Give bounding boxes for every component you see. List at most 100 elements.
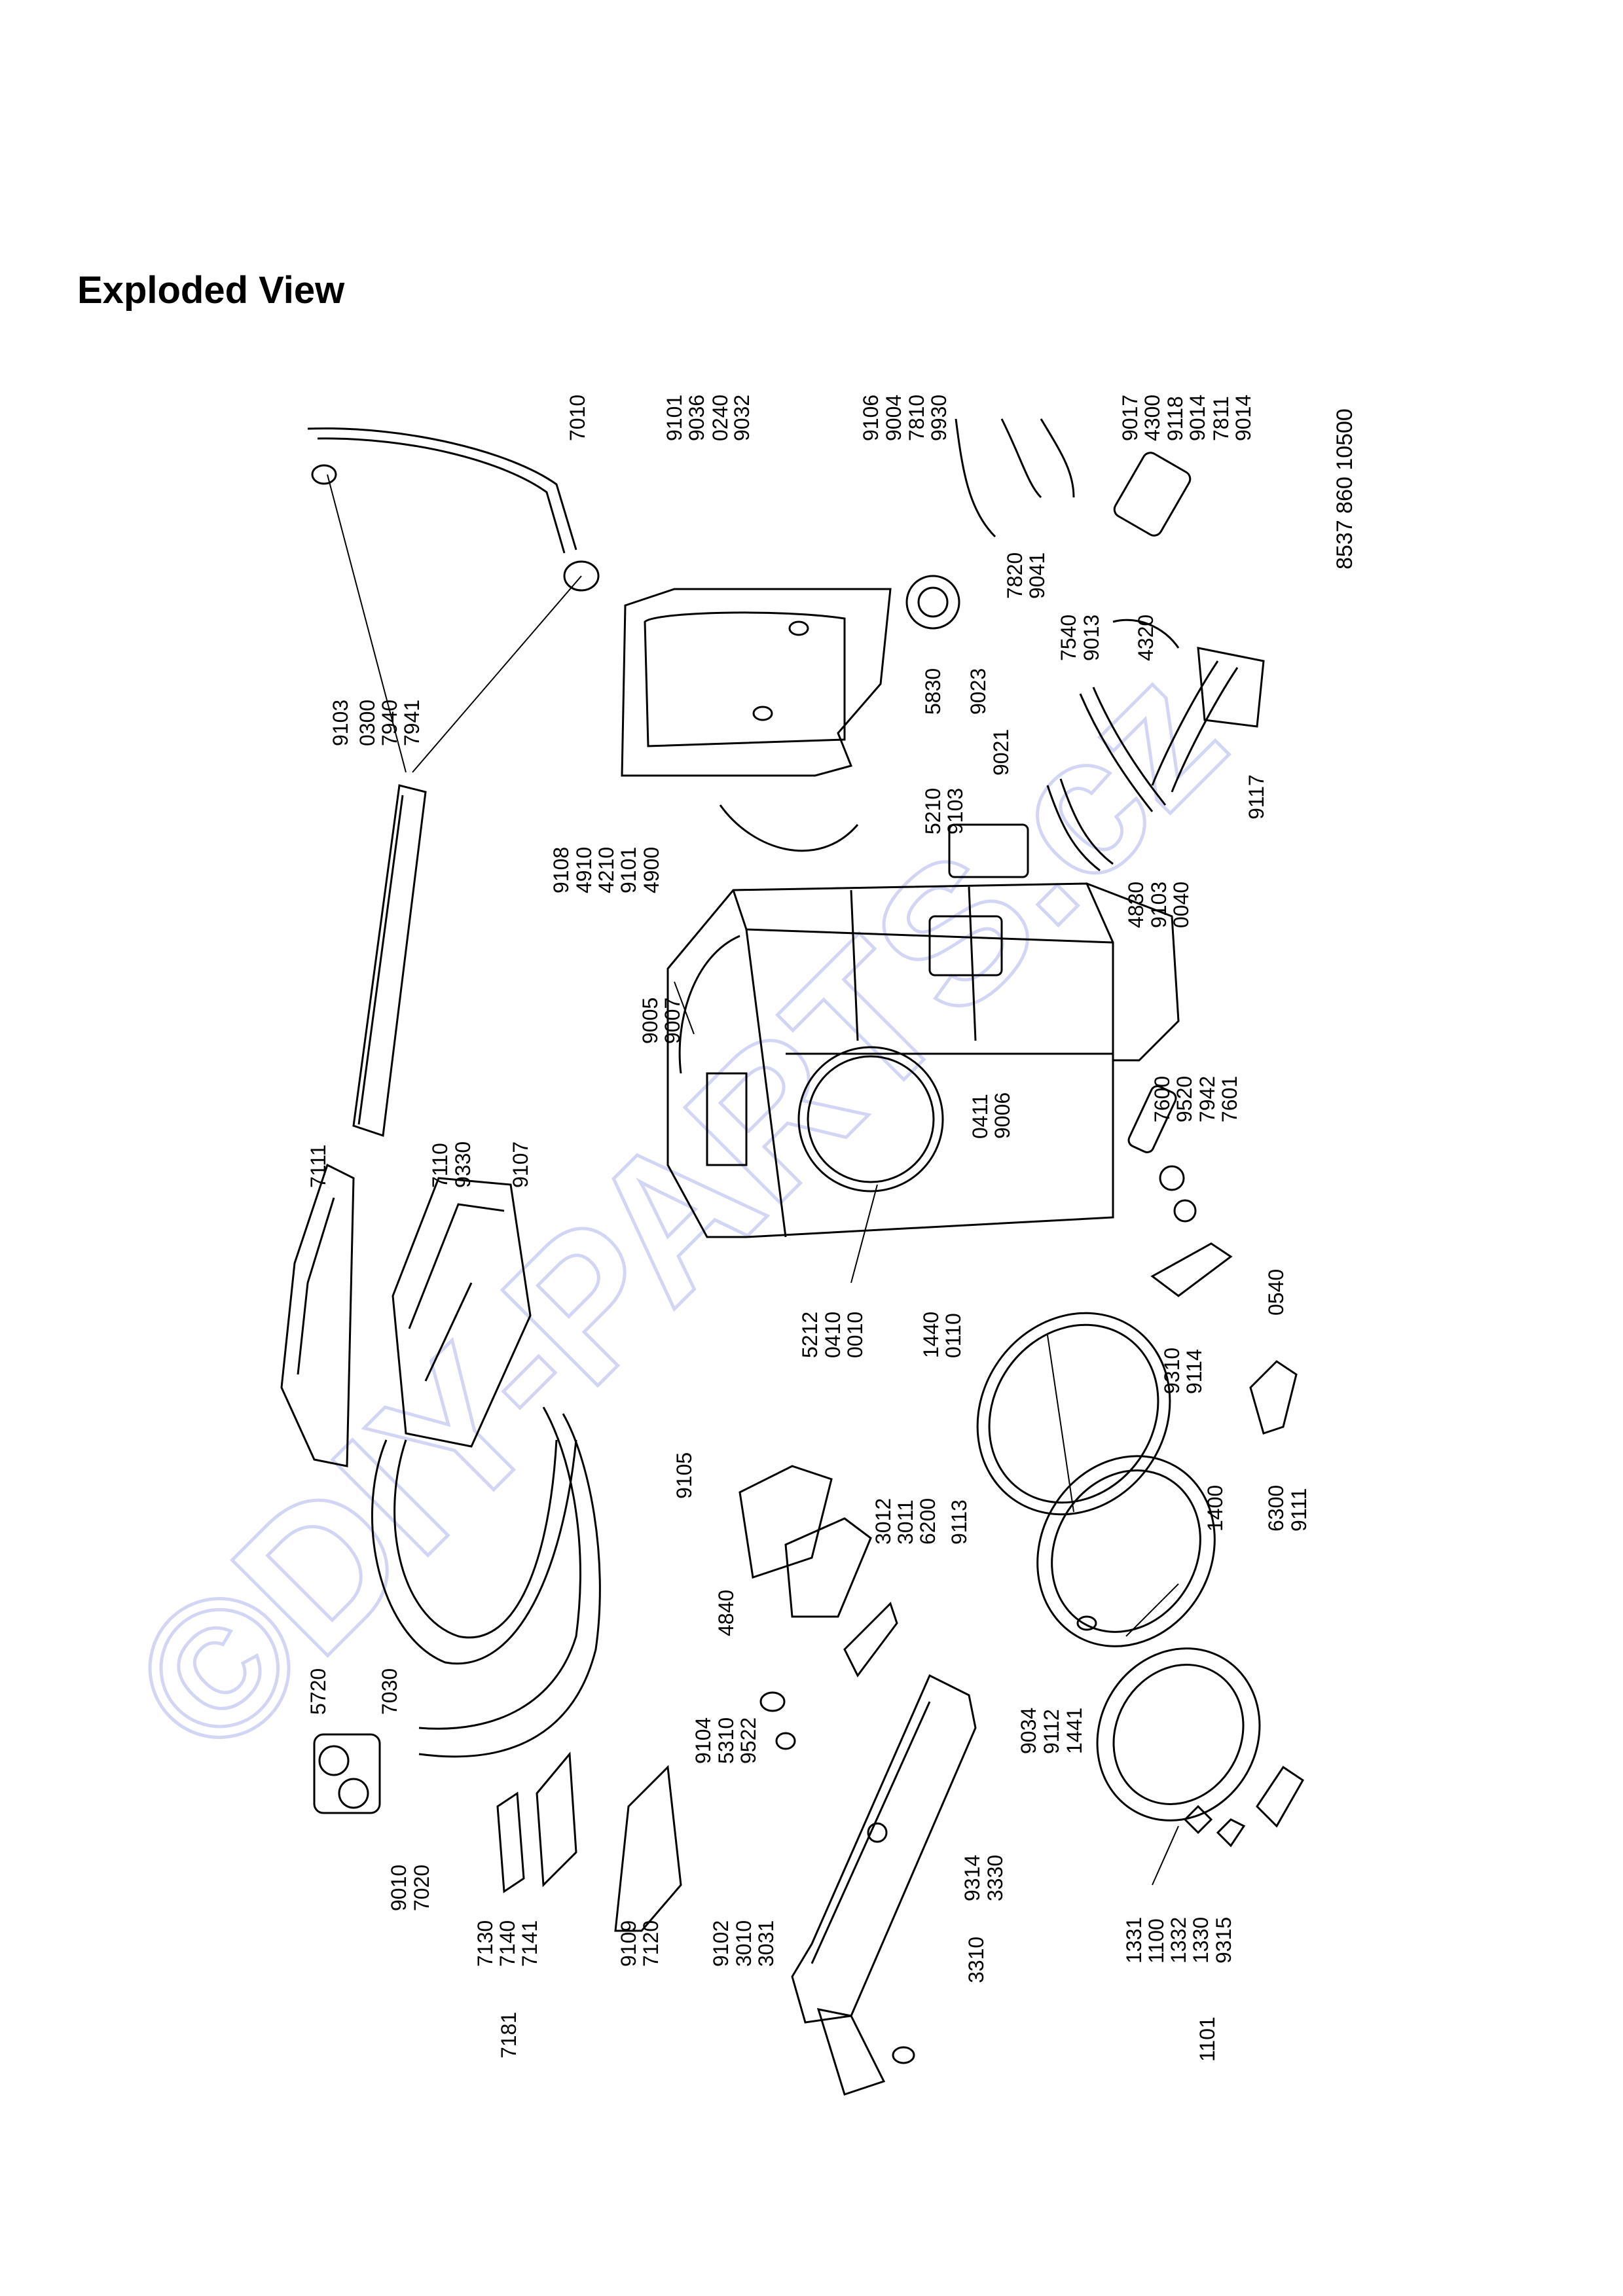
document-code: 8537 860 10500 <box>1332 408 1357 569</box>
callout: 0411 <box>968 1094 992 1139</box>
callout: 5310 <box>714 1717 738 1764</box>
callout: 1330 <box>1189 1917 1213 1964</box>
callout: 0010 <box>843 1312 867 1358</box>
callout: 9004 <box>882 395 905 441</box>
callout: 9109 <box>617 1920 640 1967</box>
callout: 3010 <box>732 1920 756 1967</box>
callout: 4830 <box>1124 882 1148 928</box>
callout: 7130 <box>473 1920 497 1967</box>
callout: 3330 <box>983 1855 1007 1901</box>
callout: 5720 <box>306 1668 330 1715</box>
callout: 9101 <box>617 847 640 893</box>
callout: 1441 <box>1063 1708 1086 1754</box>
callout: 9112 <box>1040 1709 1063 1754</box>
callout: 9118 <box>1163 396 1187 441</box>
watermark: ©DIY-PARTS.cz <box>90 624 1264 1797</box>
callout: 1100 <box>1144 1918 1168 1964</box>
callout: 9032 <box>730 395 754 441</box>
callout: 1101 <box>1195 2017 1219 2062</box>
callout: 4210 <box>594 847 618 893</box>
callout: 7110 <box>428 1143 452 1188</box>
callout: 7140 <box>496 1920 519 1967</box>
callout: 0540 <box>1264 1269 1288 1316</box>
callout: 7940 <box>378 700 401 746</box>
callout: 9315 <box>1212 1917 1235 1964</box>
callout: 9330 <box>451 1141 475 1188</box>
callout: 1440 <box>919 1312 943 1358</box>
callout: 0040 <box>1169 882 1193 928</box>
callout: 9117 <box>1245 774 1268 819</box>
callout: 9107 <box>509 1141 532 1188</box>
callout: 9930 <box>927 395 951 441</box>
callout: 7600 <box>1150 1076 1174 1122</box>
callout: 9314 <box>960 1855 984 1901</box>
callout: 7811 <box>1209 396 1233 441</box>
callout: 9103 <box>329 700 352 746</box>
callout: 0410 <box>821 1312 845 1358</box>
page-title: Exploded View <box>77 269 345 312</box>
callout: 9013 <box>1080 615 1103 661</box>
callout: 9522 <box>737 1717 760 1764</box>
parts-drawing <box>280 418 1304 2096</box>
callout: 7942 <box>1195 1076 1219 1122</box>
callout: 5210 <box>921 788 945 834</box>
callout: 7111 <box>306 1145 330 1188</box>
callout: 7020 <box>410 1865 433 1911</box>
callout: 9103 <box>1147 882 1171 928</box>
callout: 9113 <box>947 1499 971 1545</box>
callout: 9111 <box>1287 1488 1311 1532</box>
callout: 9017 <box>1118 395 1142 441</box>
callout: 7030 <box>378 1668 401 1715</box>
callout: 7010 <box>566 395 589 441</box>
callout: 7141 <box>518 1920 541 1967</box>
callout: 9014 <box>1231 395 1255 441</box>
callout: 3011 <box>894 1499 917 1545</box>
callout: 0240 <box>708 395 732 441</box>
callout: 7941 <box>400 700 424 746</box>
callout: 4900 <box>640 847 663 893</box>
callout: 9005 <box>638 997 662 1044</box>
callout: 3310 <box>964 1937 988 1983</box>
callout: 1332 <box>1167 1917 1190 1964</box>
callout: 9007 <box>661 997 684 1044</box>
callout: 7810 <box>905 395 928 441</box>
callout: 0110 <box>941 1313 965 1358</box>
callout: 4910 <box>572 847 596 893</box>
callout: 9101 <box>663 395 686 441</box>
callout: 9036 <box>685 395 708 441</box>
callout: 7820 <box>1003 552 1027 599</box>
callout: 3012 <box>871 1498 895 1545</box>
callout: 4300 <box>1140 395 1164 441</box>
callout: 1331 <box>1122 1917 1146 1964</box>
callout: 6300 <box>1264 1485 1288 1532</box>
callout: 9041 <box>1025 552 1049 599</box>
callout: 0300 <box>356 700 379 746</box>
callout: 9102 <box>709 1920 733 1967</box>
callout: 7540 <box>1057 615 1080 661</box>
callout: 6200 <box>916 1498 939 1545</box>
callout: 9103 <box>943 788 967 834</box>
callout: 9106 <box>859 395 883 441</box>
callout: 9310 <box>1160 1348 1184 1394</box>
callout: 1400 <box>1203 1485 1227 1532</box>
callout: 4320 <box>1134 615 1158 661</box>
callout: 5212 <box>798 1312 822 1358</box>
callout: 7120 <box>639 1920 663 1967</box>
callout: 7601 <box>1218 1076 1241 1122</box>
callout: 3031 <box>754 1920 778 1967</box>
callout: 9023 <box>966 668 990 715</box>
callout: 9520 <box>1173 1076 1196 1122</box>
callout: 9034 <box>1017 1708 1040 1754</box>
callout: 9105 <box>672 1452 696 1499</box>
callout: 9006 <box>991 1092 1014 1139</box>
callout: 9010 <box>387 1865 410 1911</box>
callout: 7181 <box>497 2012 520 2058</box>
callout: 5830 <box>921 668 945 715</box>
callout: 9021 <box>989 729 1013 776</box>
callout-labels: 7010 9101 9036 0240 9032 9106 9004 7810 … <box>306 395 1357 2062</box>
callout: 4840 <box>714 1590 738 1636</box>
callout: 9108 <box>549 847 573 893</box>
callout: 9114 <box>1182 1349 1206 1394</box>
callout: 9104 <box>691 1717 715 1764</box>
